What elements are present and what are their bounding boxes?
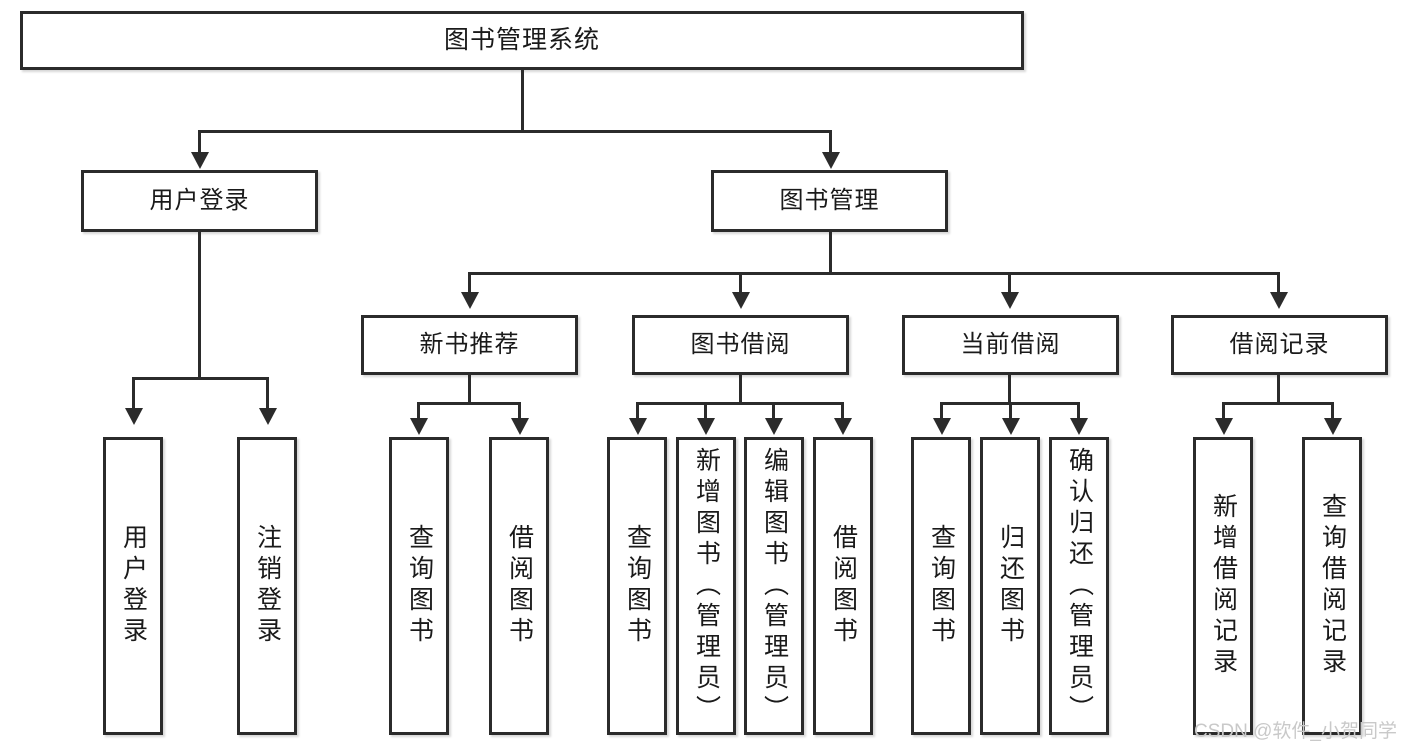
arrowhead-current-borrow-to-leaf-1 bbox=[933, 418, 951, 435]
leaf-return-book[interactable]: 归还图书 bbox=[980, 437, 1040, 735]
node-label: 新增图书（管理员） bbox=[692, 446, 721, 726]
connector-book-manage-to-borrow-record bbox=[1277, 272, 1280, 294]
node-book-manage[interactable]: 图书管理 bbox=[711, 170, 948, 232]
connector-user-login-to-leaf-2 bbox=[266, 377, 269, 410]
arrowhead-book-borrow-to-leaf-3 bbox=[765, 418, 783, 435]
connector-user-login-bus bbox=[132, 377, 269, 380]
connector-book-manage-bus bbox=[468, 272, 1280, 275]
connector-new-book-to-leaf-2 bbox=[518, 402, 521, 420]
node-label: 借阅图书 bbox=[505, 524, 534, 648]
node-root-system[interactable]: 图书管理系统 bbox=[20, 11, 1024, 70]
node-label: 查询借阅记录 bbox=[1318, 493, 1347, 679]
node-label: 新书推荐 bbox=[419, 331, 520, 359]
arrowhead-current-borrow-to-leaf-3 bbox=[1070, 418, 1088, 435]
node-user-login[interactable]: 用户登录 bbox=[81, 170, 318, 232]
node-label: 归还图书 bbox=[996, 524, 1025, 648]
connector-book-borrow-to-leaf-1 bbox=[636, 402, 639, 420]
connector-borrow-record-to-leaf-1 bbox=[1222, 402, 1225, 420]
node-label: 用户登录 bbox=[119, 524, 148, 648]
node-borrow-record[interactable]: 借阅记录 bbox=[1171, 315, 1388, 375]
arrowhead-borrow-record-to-leaf-1 bbox=[1215, 418, 1233, 435]
arrowhead-book-borrow-to-leaf-4 bbox=[834, 418, 852, 435]
leaf-add-record[interactable]: 新增借阅记录 bbox=[1193, 437, 1253, 735]
leaf-query-book-1[interactable]: 查询图书 bbox=[389, 437, 449, 735]
connector-borrow-record-to-leaf-2 bbox=[1331, 402, 1334, 420]
connector-book-manage-to-current-borrow bbox=[1008, 272, 1011, 294]
arrowhead-book-borrow-to-leaf-2 bbox=[697, 418, 715, 435]
arrowhead-book-manage-to-new-book bbox=[461, 292, 479, 309]
arrowhead-user-login-to-leaf-2 bbox=[259, 408, 277, 425]
connector-book-manage-to-new-book bbox=[468, 272, 471, 294]
connector-book-borrow-stem bbox=[739, 375, 742, 405]
leaf-edit-book[interactable]: 编辑图书（管理员） bbox=[744, 437, 804, 735]
connector-new-book-to-leaf-1 bbox=[417, 402, 420, 420]
node-label: 查询图书 bbox=[405, 524, 434, 648]
connector-book-manage-stem bbox=[829, 232, 832, 274]
leaf-borrow-book-1[interactable]: 借阅图书 bbox=[489, 437, 549, 735]
node-new-book-recommend[interactable]: 新书推荐 bbox=[361, 315, 578, 375]
connector-current-borrow-to-leaf-1 bbox=[940, 402, 943, 420]
connector-book-borrow-to-leaf-2 bbox=[704, 402, 707, 420]
connector-root-bus bbox=[198, 130, 832, 133]
arrowhead-root-to-user-login bbox=[191, 152, 209, 169]
leaf-add-book[interactable]: 新增图书（管理员） bbox=[676, 437, 736, 735]
connector-root-stem bbox=[521, 70, 524, 132]
arrowhead-book-manage-to-current-borrow bbox=[1001, 292, 1019, 309]
leaf-query-book-2[interactable]: 查询图书 bbox=[607, 437, 667, 735]
node-label: 编辑图书（管理员） bbox=[760, 446, 789, 726]
connector-new-book-stem bbox=[468, 375, 471, 405]
leaf-borrow-book-2[interactable]: 借阅图书 bbox=[813, 437, 873, 735]
connector-current-borrow-to-leaf-2 bbox=[1009, 402, 1012, 420]
node-label: 图书借阅 bbox=[690, 331, 791, 359]
node-book-borrow[interactable]: 图书借阅 bbox=[632, 315, 849, 375]
connector-user-login-to-leaf-1 bbox=[132, 377, 135, 410]
node-label: 用户登录 bbox=[149, 187, 250, 215]
leaf-user-login[interactable]: 用户登录 bbox=[103, 437, 163, 735]
arrowhead-new-book-to-leaf-1 bbox=[410, 418, 428, 435]
node-label: 查询图书 bbox=[927, 524, 956, 648]
node-label: 图书管理系统 bbox=[443, 26, 600, 55]
connector-new-book-bus bbox=[417, 402, 521, 405]
arrowhead-book-manage-to-book-borrow bbox=[732, 292, 750, 309]
node-label: 注销登录 bbox=[253, 524, 282, 648]
leaf-query-book-3[interactable]: 查询图书 bbox=[911, 437, 971, 735]
connector-book-borrow-to-leaf-3 bbox=[772, 402, 775, 420]
node-label: 借阅记录 bbox=[1229, 331, 1330, 359]
connector-book-borrow-to-leaf-4 bbox=[841, 402, 844, 420]
node-label: 借阅图书 bbox=[829, 524, 858, 648]
arrowhead-book-manage-to-borrow-record bbox=[1270, 292, 1288, 309]
arrowhead-new-book-to-leaf-2 bbox=[511, 418, 529, 435]
node-label: 图书管理 bbox=[779, 187, 880, 215]
leaf-user-logout[interactable]: 注销登录 bbox=[237, 437, 297, 735]
connector-root-to-book-manage bbox=[829, 130, 832, 155]
connector-user-login-stem bbox=[198, 232, 201, 380]
leaf-confirm-return[interactable]: 确认归还（管理员） bbox=[1049, 437, 1109, 735]
connector-root-to-user-login bbox=[198, 130, 201, 155]
connector-borrow-record-stem bbox=[1277, 375, 1280, 405]
csdn-watermark: CSDN @软件_小贺同学 bbox=[1194, 721, 1397, 742]
node-current-borrow[interactable]: 当前借阅 bbox=[902, 315, 1119, 375]
arrowhead-current-borrow-to-leaf-2 bbox=[1002, 418, 1020, 435]
connector-book-manage-to-book-borrow bbox=[739, 272, 742, 294]
arrowhead-borrow-record-to-leaf-2 bbox=[1324, 418, 1342, 435]
node-label: 确认归还（管理员） bbox=[1065, 446, 1094, 726]
arrowhead-book-borrow-to-leaf-1 bbox=[629, 418, 647, 435]
connector-current-borrow-to-leaf-3 bbox=[1077, 402, 1080, 420]
connector-borrow-record-bus bbox=[1222, 402, 1334, 405]
arrowhead-user-login-to-leaf-1 bbox=[125, 408, 143, 425]
connector-book-borrow-bus bbox=[636, 402, 844, 405]
leaf-query-record[interactable]: 查询借阅记录 bbox=[1302, 437, 1362, 735]
node-label: 新增借阅记录 bbox=[1209, 493, 1238, 679]
node-label: 查询图书 bbox=[623, 524, 652, 648]
arrowhead-root-to-book-manage bbox=[822, 152, 840, 169]
node-label: 当前借阅 bbox=[960, 331, 1061, 359]
connector-current-borrow-stem bbox=[1008, 375, 1011, 405]
